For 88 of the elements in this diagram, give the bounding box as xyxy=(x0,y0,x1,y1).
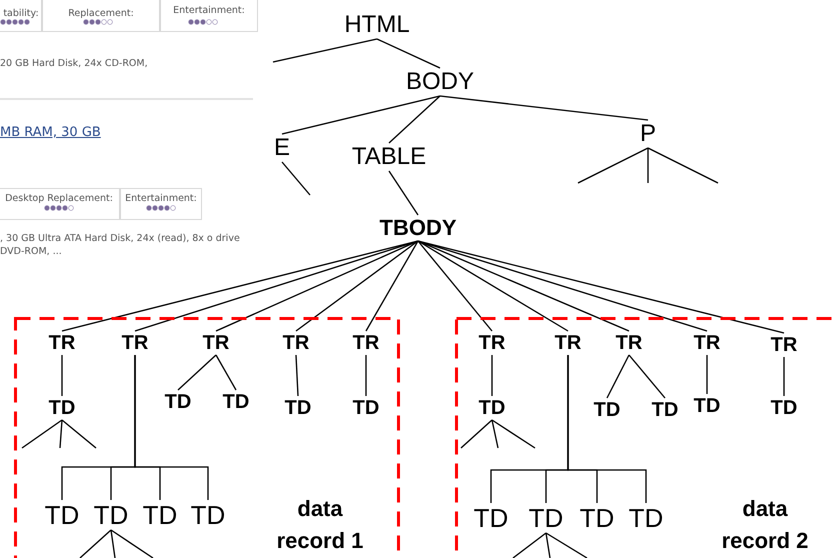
tag-node-label: TR xyxy=(45,331,79,355)
tag-node-label: TR xyxy=(199,331,233,355)
tag-node-label: TR xyxy=(612,331,646,355)
tag-node-label: E xyxy=(273,134,291,162)
tree-branch-line xyxy=(134,355,209,500)
rating-label: tability: xyxy=(2,7,40,20)
tag-node-label: P xyxy=(638,120,658,148)
tree-branch-line xyxy=(418,240,630,332)
tag-node-label: TD xyxy=(349,396,383,420)
tree-branch-line xyxy=(388,170,419,216)
tag-node-label: TD xyxy=(45,396,79,420)
record-label: data record 1 xyxy=(276,495,364,555)
tag-node-label: TD xyxy=(140,500,180,530)
tree-branch-line xyxy=(546,532,588,558)
tree-branch-line xyxy=(376,38,440,69)
tree-branch-line xyxy=(492,419,536,449)
tree-branch-line xyxy=(22,419,62,449)
tree-branch-line xyxy=(647,148,649,183)
tree-branch-line xyxy=(62,420,96,448)
tree-branch-line xyxy=(545,532,551,558)
tag-node-label: TD xyxy=(281,396,315,420)
tree-branch-line xyxy=(295,354,299,396)
tag-node-label: TR xyxy=(349,331,383,355)
tag-node-label: TD xyxy=(475,396,509,420)
record-label: data record 2 xyxy=(720,495,810,555)
tree-branch-line xyxy=(512,532,546,558)
tag-node-label: BODY xyxy=(399,68,481,96)
rating-label: Desktop Replacement: xyxy=(4,192,114,205)
tree-branch-line xyxy=(216,240,418,332)
tree-branch-line xyxy=(110,529,154,558)
rating-label: Replacement: xyxy=(67,7,135,20)
description-text: 20 GB Hard Disk, 24x CD-ROM, xyxy=(0,57,149,70)
tag-node-label: TD xyxy=(767,396,801,420)
tree-branch-line xyxy=(567,355,647,503)
tree-branch-line xyxy=(491,355,493,396)
tag-node-label: TD xyxy=(471,503,511,533)
tag-node-label: TR xyxy=(551,331,585,355)
tree-branch-line xyxy=(61,355,63,396)
tree-branch-line xyxy=(491,420,499,448)
tag-node-label: TD xyxy=(626,503,666,533)
tree-branch-line xyxy=(578,147,648,184)
tree-branch-line xyxy=(59,420,63,448)
tag-node-label: TR xyxy=(690,331,724,355)
tag-node-label: TABLE xyxy=(346,143,432,171)
tree-branch-line xyxy=(648,147,718,184)
tree-branch-line xyxy=(282,162,310,196)
tree-branch-line xyxy=(365,240,419,332)
description-text: , 30 GB Ultra ATA Hard Disk, 24x (read), 8x o drive DVD-ROM, ... xyxy=(0,232,241,258)
tag-node-label: TBODY xyxy=(376,215,460,241)
tree-branch-line xyxy=(388,96,440,144)
tree-branch-line xyxy=(282,95,440,135)
tag-node-label: TD xyxy=(590,398,624,422)
tree-branch-line xyxy=(418,240,708,332)
tag-node-label: TD xyxy=(42,500,82,530)
tag-node-label: TR xyxy=(767,333,801,357)
tree-branch-line xyxy=(178,354,216,390)
tag-node-label: HTML xyxy=(341,11,413,39)
tree-branch-line xyxy=(418,240,568,332)
tree-branch-line xyxy=(418,240,492,332)
tree-branch-line xyxy=(80,530,112,558)
link-text: MB RAM, 30 GB xyxy=(0,126,102,139)
tag-node-label: TD xyxy=(91,500,131,530)
tree-branch-line xyxy=(110,530,116,558)
tree-branch-line xyxy=(783,357,785,396)
tag-node-label: TD xyxy=(690,394,724,418)
rating-label: Entertainment: xyxy=(172,4,246,17)
tag-node-label: TD xyxy=(188,500,228,530)
tree-branch-line xyxy=(296,240,418,332)
tree-branch-line xyxy=(134,240,418,332)
rating-label: Entertainment: xyxy=(124,192,198,205)
tree-branch-line xyxy=(365,355,367,396)
tree-branch-line xyxy=(440,95,648,121)
tag-node-label: TD xyxy=(648,398,682,422)
tag-node-label: TR xyxy=(279,331,313,355)
tree-branch-line xyxy=(215,354,237,390)
tree-branch-line xyxy=(460,420,492,448)
tree-branch-line xyxy=(606,354,630,398)
tree-branch-line xyxy=(418,240,784,334)
tree-branch-line xyxy=(706,355,708,394)
tree-branch-line xyxy=(272,38,378,63)
tag-node-label: TR xyxy=(475,331,509,355)
tag-node-label: TD xyxy=(577,503,617,533)
record-region xyxy=(14,317,400,558)
tag-node-label: TD xyxy=(219,390,253,414)
tag-node-label: TD xyxy=(161,390,195,414)
tag-node-label: TR xyxy=(118,331,152,355)
tree-branch-line xyxy=(628,354,666,398)
tag-node-label: TD xyxy=(526,503,566,533)
